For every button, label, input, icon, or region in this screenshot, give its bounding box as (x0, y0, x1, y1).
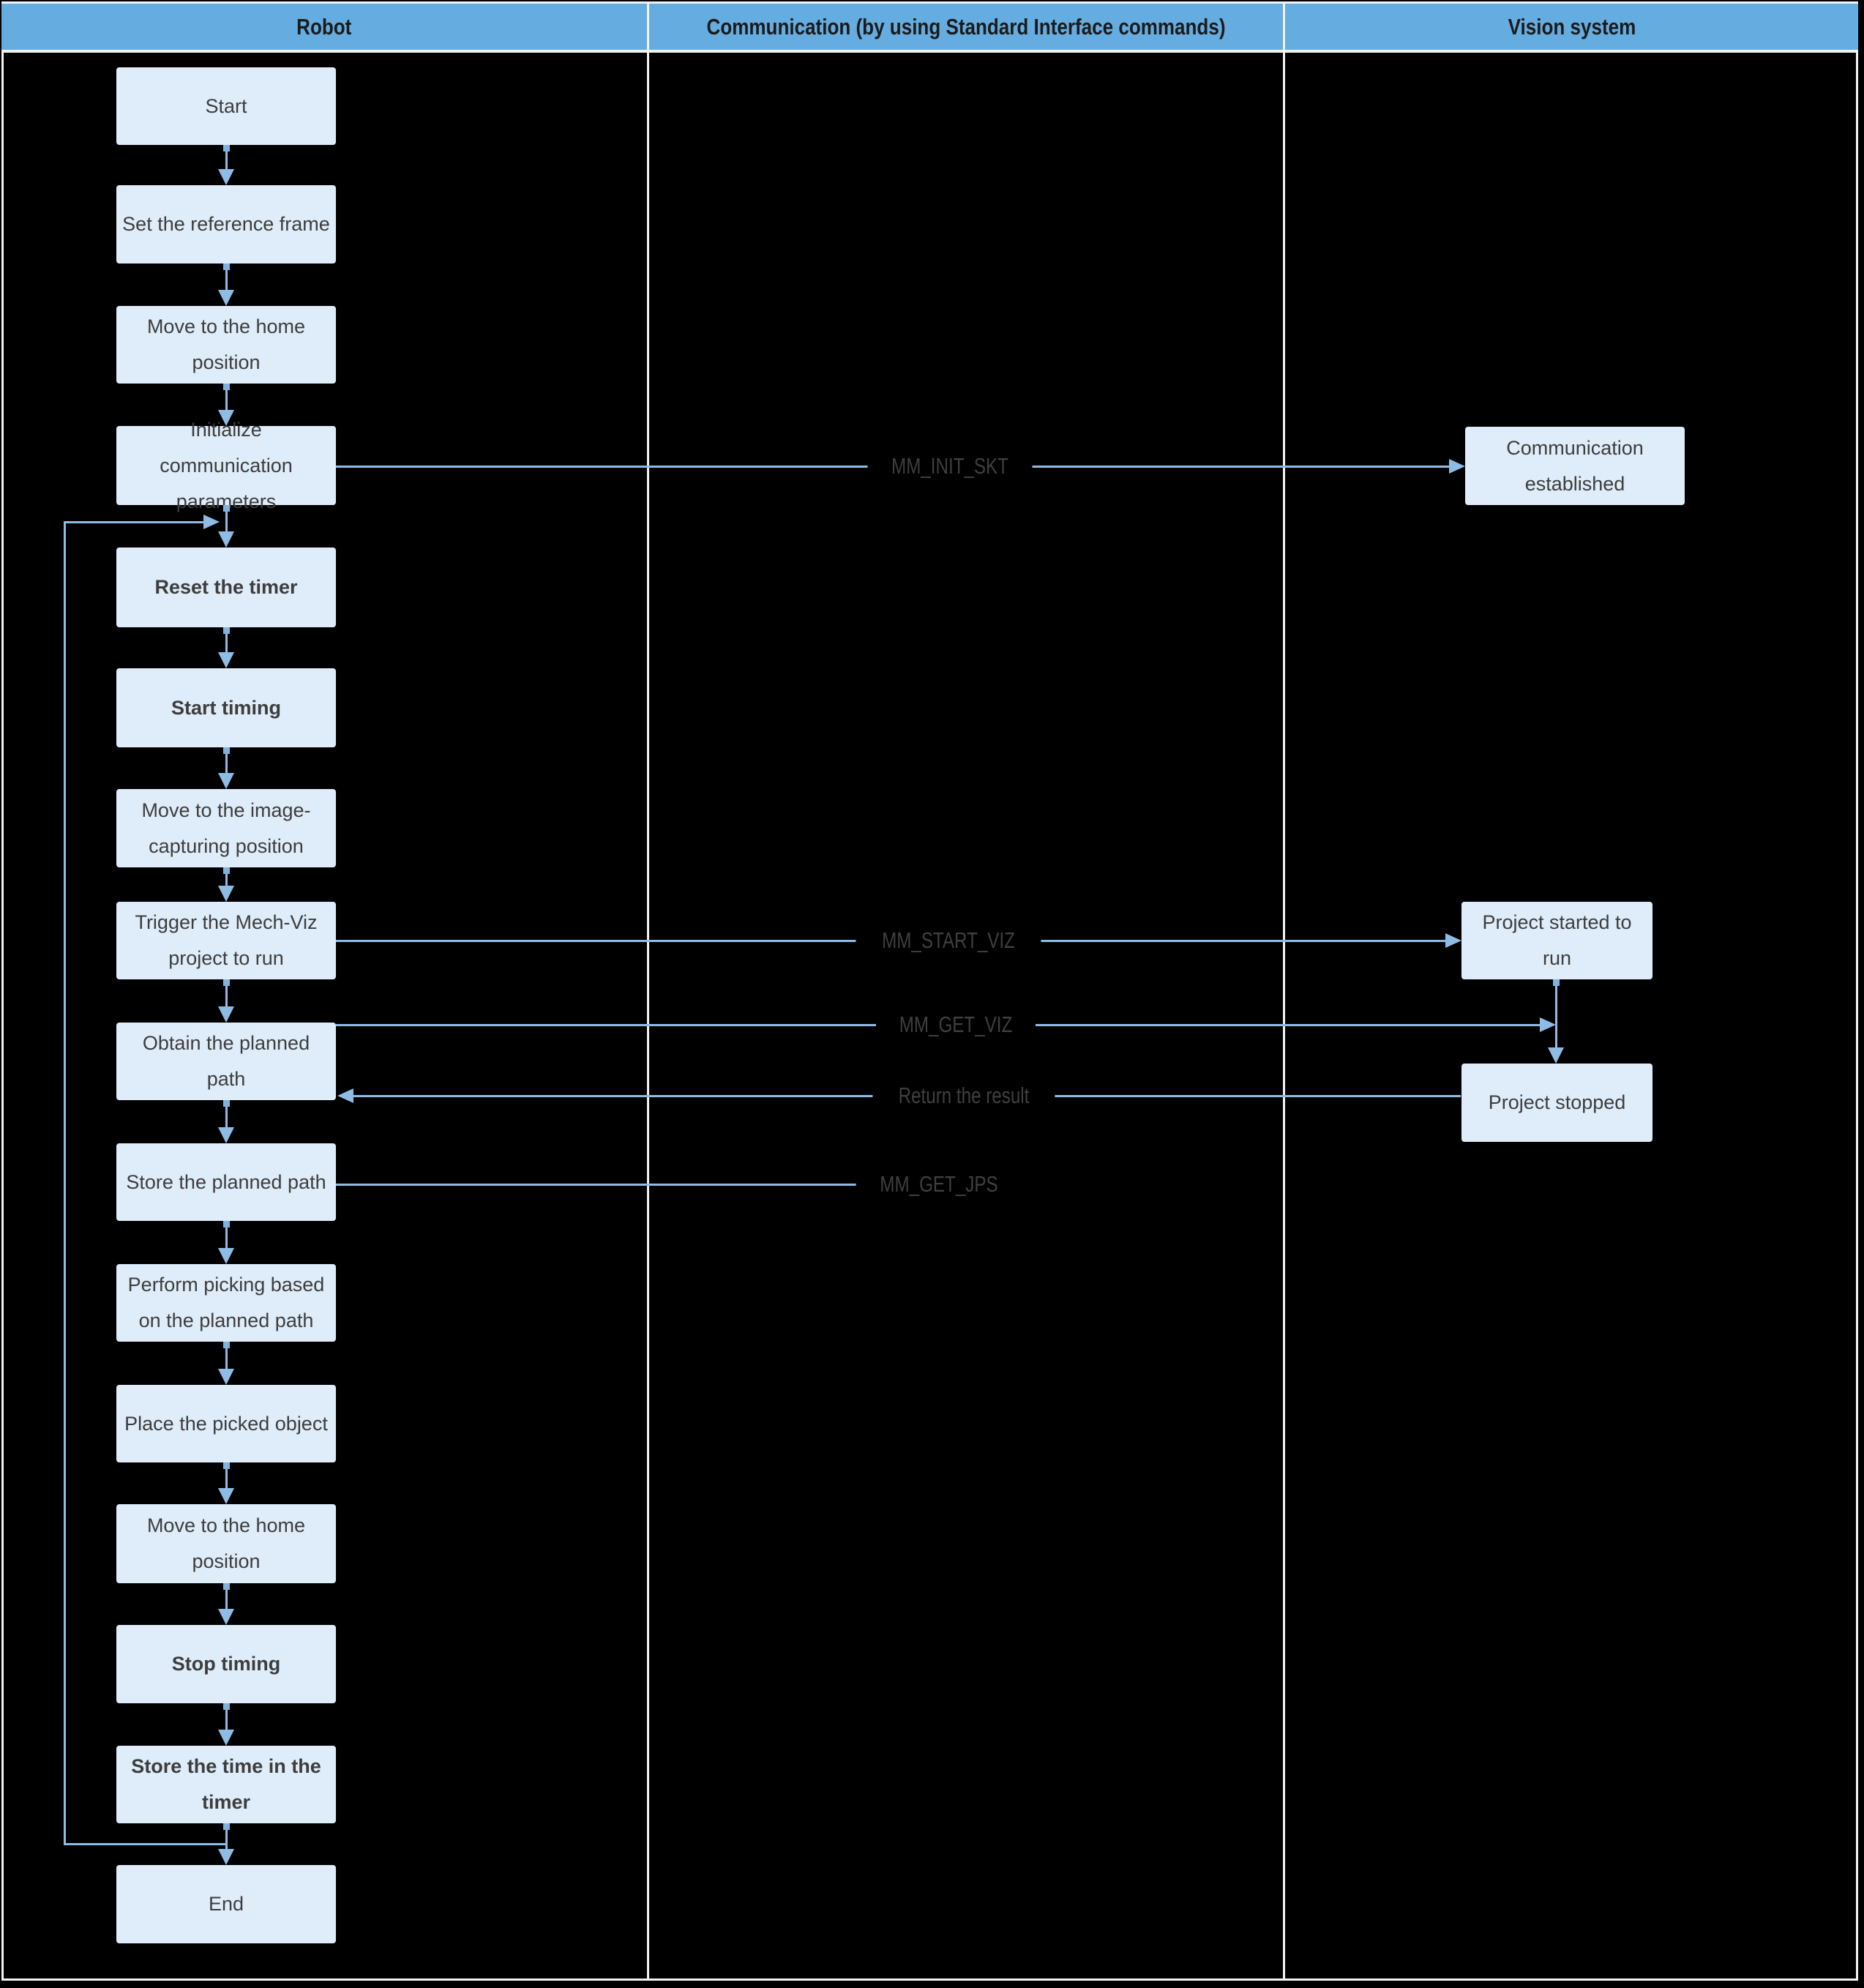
flow-arrow-start-timing-to-move-image-startdot (223, 747, 230, 754)
flow-box-store-time-in-timer: Store the time in the timer (116, 1746, 336, 1823)
flow-arrow-move-home-to-init-comm-arrowhead (218, 410, 234, 426)
flow-box-stop-timing: Stop timing (116, 1625, 336, 1703)
flow-arrow-store-time-to-end-startdot (223, 1823, 230, 1830)
lane-header-label-communication: Communication (by using Standard Interfa… (706, 13, 1226, 40)
flow-arrow-reset-timer-to-start-timing-startdot (223, 627, 230, 634)
flow-arrow-place-object-to-move-home-startdot (223, 1462, 230, 1469)
message-label-return-the-result: Return the result (872, 1081, 1055, 1110)
flow-arrow-trigger-viz-to-obtain-path-startdot (223, 979, 230, 986)
message-label-mm-get-jps: MM_GET_JPS (856, 1170, 1022, 1199)
flow-arrow-perform-picking-to-place-object-startdot (223, 1342, 230, 1348)
message-arrow-loop-return-line (64, 521, 206, 523)
flow-arrow-place-object-to-move-home-arrowhead (218, 1488, 234, 1504)
loop-edge-loop-vertical (64, 521, 66, 1845)
flow-arrow-store-time-to-end-line (225, 1823, 228, 1853)
flow-arrow-obtain-path-to-store-path-arrowhead (218, 1127, 234, 1143)
message-label-mm-init-skt: MM_INIT_SKT (867, 452, 1033, 481)
flow-arrow-start-to-set-reference-startdot (223, 145, 230, 152)
flow-arrow-reset-timer-to-start-timing-line (225, 627, 228, 657)
lane-header-label-robot: Robot (296, 13, 352, 40)
flow-arrow-store-time-to-end-arrowhead (218, 1849, 234, 1865)
loop-edge-loop-bottom (64, 1843, 226, 1845)
flow-arrow-stop-timing-to-store-time-arrowhead (218, 1730, 234, 1746)
flow-box-reset-the-timer: Reset the timer (116, 548, 336, 627)
flow-arrow-project-started-to-project-stopped-startdot (1553, 979, 1560, 986)
flow-arrow-move-home-to-init-comm-startdot (223, 384, 230, 390)
flow-arrow-stop-timing-to-store-time-startdot (223, 1703, 230, 1710)
flow-box-initialize-communication-parameters: Initialize communication parameters (116, 419, 336, 512)
flow-arrow-init-comm-to-reset-timer-startdot (223, 505, 230, 512)
flow-box-start-timing: Start timing (116, 668, 336, 747)
flow-arrow-place-object-to-move-home-line (225, 1462, 228, 1492)
flow-box-set-reference-frame: Set the reference frame (116, 185, 336, 264)
flow-box-move-to-home-position-2: Move to the home position (116, 1504, 336, 1583)
flow-arrow-project-started-to-project-stopped-arrowhead (1548, 1047, 1564, 1064)
flow-arrow-start-to-set-reference-line (225, 145, 228, 173)
lane-divider-1 (647, 1, 649, 1981)
flow-arrow-reset-timer-to-start-timing-arrowhead (218, 652, 234, 668)
flow-box-project-stopped: Project stopped (1461, 1064, 1652, 1142)
message-arrow-mm-get-jps-line (336, 1184, 878, 1186)
flow-arrow-store-path-to-perform-picking-line (225, 1221, 228, 1252)
lane-divider-2 (1283, 1, 1285, 1981)
lane-header-communication: Communication (by using Standard Interfa… (649, 4, 1283, 50)
flow-arrow-init-comm-to-reset-timer-arrowhead (218, 531, 234, 548)
flow-arrow-move-image-to-trigger-viz-arrowhead (218, 886, 234, 902)
message-arrow-mm-get-viz-arrowhead (1540, 1017, 1556, 1032)
flow-arrow-obtain-path-to-store-path-startdot (223, 1100, 230, 1107)
flow-arrow-set-reference-to-move-home-line (225, 264, 228, 294)
flow-arrow-set-reference-to-move-home-arrowhead (218, 290, 234, 306)
flow-arrow-move-home-to-stop-timing-startdot (223, 1583, 230, 1590)
flow-box-store-planned-path: Store the planned path (116, 1143, 336, 1221)
flow-arrow-store-path-to-perform-picking-arrowhead (218, 1248, 234, 1264)
flow-box-place-picked-object: Place the picked object (116, 1385, 336, 1462)
header-separator-line (1, 50, 1858, 53)
flow-arrow-project-started-to-project-stopped-line (1555, 979, 1557, 1052)
flow-arrow-move-home-to-stop-timing-arrowhead (218, 1609, 234, 1625)
lane-header-label-vision-system: Vision system (1508, 13, 1636, 40)
flow-box-move-to-image-capturing-position: Move to the image-capturing position (116, 789, 336, 867)
flow-arrow-move-image-to-trigger-viz-line (225, 867, 228, 890)
flow-arrow-stop-timing-to-store-time-line (225, 1703, 228, 1734)
message-arrow-mm-start-viz-arrowhead (1445, 933, 1461, 948)
flow-arrow-perform-picking-to-place-object-line (225, 1342, 228, 1373)
message-label-text-mm-start-viz: MM_START_VIZ (882, 927, 1015, 953)
flow-arrow-start-timing-to-move-image-line (225, 747, 228, 777)
flow-box-project-started-to-run: Project started to run (1461, 902, 1652, 979)
message-arrow-loop-return-arrowhead (203, 515, 220, 529)
flow-arrow-trigger-viz-to-obtain-path-line (225, 979, 228, 1011)
flow-box-trigger-mech-viz-project: Trigger the Mech-Viz project to run (116, 902, 336, 979)
message-label-mm-get-viz: MM_GET_VIZ (875, 1010, 1036, 1039)
lane-header-robot: Robot (1, 4, 647, 50)
flow-arrow-store-path-to-perform-picking-startdot (223, 1221, 230, 1227)
message-label-text-mm-get-viz: MM_GET_VIZ (899, 1012, 1013, 1037)
flow-box-obtain-planned-path: Obtain the planned path (116, 1023, 336, 1100)
flow-arrow-move-home-to-stop-timing-line (225, 1583, 228, 1613)
flow-arrow-trigger-viz-to-obtain-path-arrowhead (218, 1006, 234, 1023)
flow-box-perform-picking: Perform picking based on the planned pat… (116, 1264, 336, 1342)
flow-arrow-set-reference-to-move-home-startdot (223, 264, 230, 270)
flow-arrow-perform-picking-to-place-object-arrowhead (218, 1369, 234, 1385)
message-arrow-mm-init-skt-arrowhead (1449, 459, 1465, 474)
flow-box-move-to-home-position-1: Move to the home position (116, 306, 336, 384)
message-arrow-return-the-result-arrowhead (337, 1088, 353, 1103)
message-label-text-return-the-result: Return the result (898, 1083, 1030, 1108)
flow-arrow-move-home-to-init-comm-line (225, 384, 228, 414)
flow-arrow-move-image-to-trigger-viz-startdot (223, 867, 230, 874)
message-label-text-mm-get-jps: MM_GET_JPS (880, 1171, 998, 1197)
flow-arrow-start-to-set-reference-arrowhead (218, 169, 234, 185)
flow-box-communication-established: Communication established (1465, 427, 1685, 505)
lane-header-vision-system: Vision system (1285, 4, 1858, 50)
flow-box-start: Start (116, 67, 336, 145)
flow-arrow-obtain-path-to-store-path-line (225, 1100, 228, 1132)
message-label-text-mm-init-skt: MM_INIT_SKT (891, 453, 1008, 479)
flow-arrow-init-comm-to-reset-timer-line (225, 505, 228, 536)
flow-arrow-start-timing-to-move-image-arrowhead (218, 773, 234, 789)
message-label-mm-start-viz: MM_START_VIZ (856, 926, 1041, 955)
flow-box-end: End (116, 1865, 336, 1943)
